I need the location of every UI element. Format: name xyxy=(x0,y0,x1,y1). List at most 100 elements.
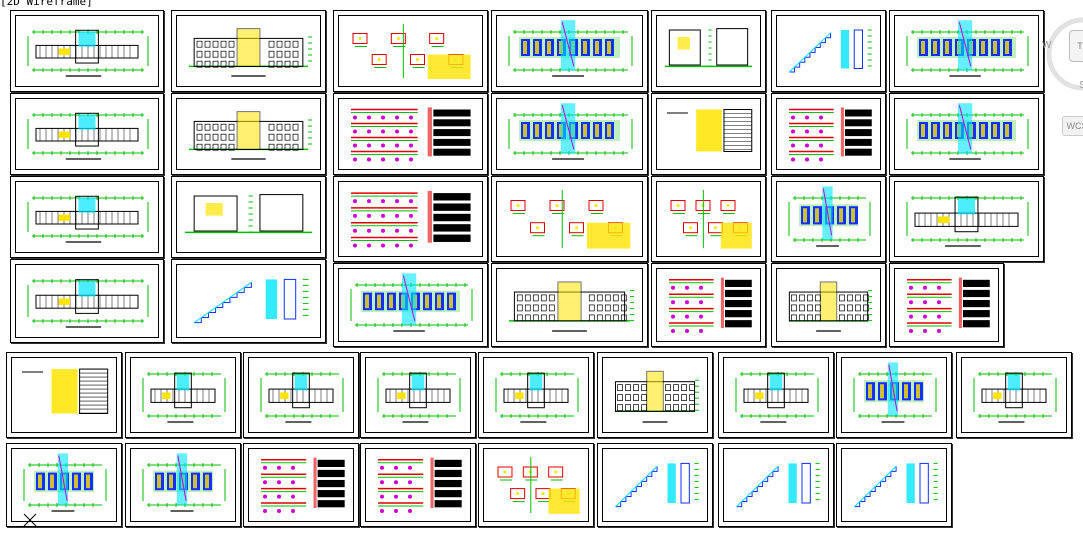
layout-sheet-17-framing[interactable] xyxy=(333,176,488,262)
sheet-drawing-plan-cyan xyxy=(377,372,461,423)
sheet-drawing-detail xyxy=(352,24,471,79)
layout-sheet-14-plan-green[interactable] xyxy=(889,93,1044,175)
sheet-border xyxy=(894,15,1039,87)
layout-sheet-26-framing[interactable] xyxy=(651,263,766,347)
layout-sheet-40-framing[interactable] xyxy=(243,443,359,527)
sheet-drawing-table xyxy=(22,368,109,415)
layout-sheet-34-elevation[interactable] xyxy=(597,352,713,438)
layout-sheet-12-table[interactable] xyxy=(651,93,766,175)
sheet-border xyxy=(483,357,589,433)
sheet-border xyxy=(776,98,881,170)
sheet-border xyxy=(656,268,761,342)
layout-sheet-24-plan-green[interactable] xyxy=(333,263,488,347)
sheet-drawing-framing xyxy=(789,107,872,162)
viewcube[interactable] xyxy=(1043,8,1083,94)
sheet-border xyxy=(365,448,471,522)
sheet-border xyxy=(841,448,947,522)
sheet-drawing-detail xyxy=(670,190,752,249)
sheet-drawing-plan-green xyxy=(906,20,1029,77)
viewcube-south-label: S xyxy=(1079,80,1083,91)
sheet-drawing-stair xyxy=(615,462,699,508)
sheet-drawing-plan-green xyxy=(23,453,107,512)
layout-sheet-7-plan-green[interactable] xyxy=(889,10,1044,92)
sheet-border xyxy=(723,448,829,522)
layout-sheet-35-plan-cyan[interactable] xyxy=(718,352,834,438)
layout-sheet-25-elevation[interactable] xyxy=(491,263,648,347)
layout-sheet-20-plan-green[interactable] xyxy=(771,176,886,262)
layout-sheet-8-plan-cyan[interactable] xyxy=(10,93,164,175)
sheet-border xyxy=(894,268,999,342)
layout-sheet-5-section[interactable] xyxy=(651,10,766,92)
layout-sheet-11-plan-green[interactable] xyxy=(491,93,648,175)
sheet-drawing-plan-green xyxy=(906,103,1029,160)
sheet-border xyxy=(338,268,483,342)
sheet-drawing-detail xyxy=(510,190,631,249)
sheet-drawing-plan-green xyxy=(350,273,473,332)
sheet-drawing-elevation xyxy=(614,370,699,423)
layout-sheet-44-stair[interactable] xyxy=(718,443,834,527)
sheet-drawing-stair xyxy=(736,462,820,508)
sheet-border xyxy=(841,357,947,433)
sheet-border xyxy=(496,15,643,87)
layout-sheet-19-detail[interactable] xyxy=(651,176,766,262)
layout-sheet-37-plan-cyan[interactable] xyxy=(956,352,1072,438)
sheet-border xyxy=(602,357,708,433)
sheet-border xyxy=(496,181,643,257)
sheet-border xyxy=(338,98,483,170)
sheet-drawing-section xyxy=(665,28,752,68)
sheet-drawing-framing xyxy=(669,277,752,333)
sheet-drawing-framing xyxy=(351,190,471,248)
layout-sheet-41-framing[interactable] xyxy=(360,443,476,527)
layout-sheet-2-elevation[interactable] xyxy=(171,10,326,92)
layout-sheet-27-elevation[interactable] xyxy=(771,263,886,347)
sheet-border xyxy=(176,181,321,253)
sheet-border xyxy=(11,448,117,522)
layout-sheet-3-detail[interactable] xyxy=(333,10,488,92)
layout-sheet-6-stair[interactable] xyxy=(771,10,886,92)
layout-sheet-36-plan-green[interactable] xyxy=(836,352,952,438)
sheet-border xyxy=(496,98,643,170)
sheet-drawing-plan-cyan xyxy=(735,372,819,423)
layout-sheet-22-plan-cyan[interactable] xyxy=(10,259,164,343)
layout-sheet-9-elevation[interactable] xyxy=(171,93,326,175)
sheet-drawing-section xyxy=(185,194,312,234)
sheet-border xyxy=(776,181,881,257)
sheet-drawing-plan-green xyxy=(788,186,871,247)
layout-sheet-16-section[interactable] xyxy=(171,176,326,258)
sheet-border xyxy=(338,15,483,87)
layout-sheet-43-stair[interactable] xyxy=(597,443,713,527)
layout-sheet-38-plan-green[interactable] xyxy=(6,443,122,527)
layout-sheet-32-plan-cyan[interactable] xyxy=(360,352,476,438)
layout-sheet-23-stair[interactable] xyxy=(171,259,326,343)
layout-sheet-31-plan-cyan[interactable] xyxy=(243,352,359,438)
layout-sheet-33-plan-cyan[interactable] xyxy=(478,352,594,438)
viewcube-top-face[interactable]: T xyxy=(1069,30,1083,62)
layout-sheet-10-framing[interactable] xyxy=(333,93,488,175)
layout-sheet-29-table[interactable] xyxy=(6,352,122,438)
sheet-border xyxy=(723,357,829,433)
layout-sheet-1-plan-cyan[interactable] xyxy=(10,10,164,92)
layout-sheet-13-framing[interactable] xyxy=(771,93,886,175)
sheet-border xyxy=(130,357,236,433)
layout-sheet-39-plan-green[interactable] xyxy=(125,443,241,527)
layout-sheet-15-plan-cyan[interactable] xyxy=(10,176,164,258)
layout-sheet-18-detail[interactable] xyxy=(491,176,648,262)
sheet-drawing-plan-green xyxy=(508,20,633,77)
layout-sheet-28-framing[interactable] xyxy=(889,263,1004,347)
sheet-border xyxy=(176,264,321,338)
layout-sheet-45-stair[interactable] xyxy=(836,443,952,527)
sheet-border xyxy=(365,357,471,433)
ucs-icon xyxy=(23,513,37,527)
sheet-drawing-table xyxy=(667,109,753,152)
sheet-drawing-stair xyxy=(854,462,938,508)
sheet-drawing-stair xyxy=(789,29,872,73)
viewport-label[interactable]: [2D Wireframe] xyxy=(0,0,93,8)
sheet-border xyxy=(656,98,761,170)
sheet-drawing-plan-cyan xyxy=(906,196,1029,247)
wcs-menu-button[interactable]: WCS xyxy=(1062,116,1083,136)
layout-sheet-42-detail[interactable] xyxy=(478,443,594,527)
layout-sheet-4-plan-green[interactable] xyxy=(491,10,648,92)
layout-sheet-30-plan-cyan[interactable] xyxy=(125,352,241,438)
layout-sheet-21-plan-cyan[interactable] xyxy=(889,176,1044,262)
sheet-border xyxy=(894,98,1039,170)
